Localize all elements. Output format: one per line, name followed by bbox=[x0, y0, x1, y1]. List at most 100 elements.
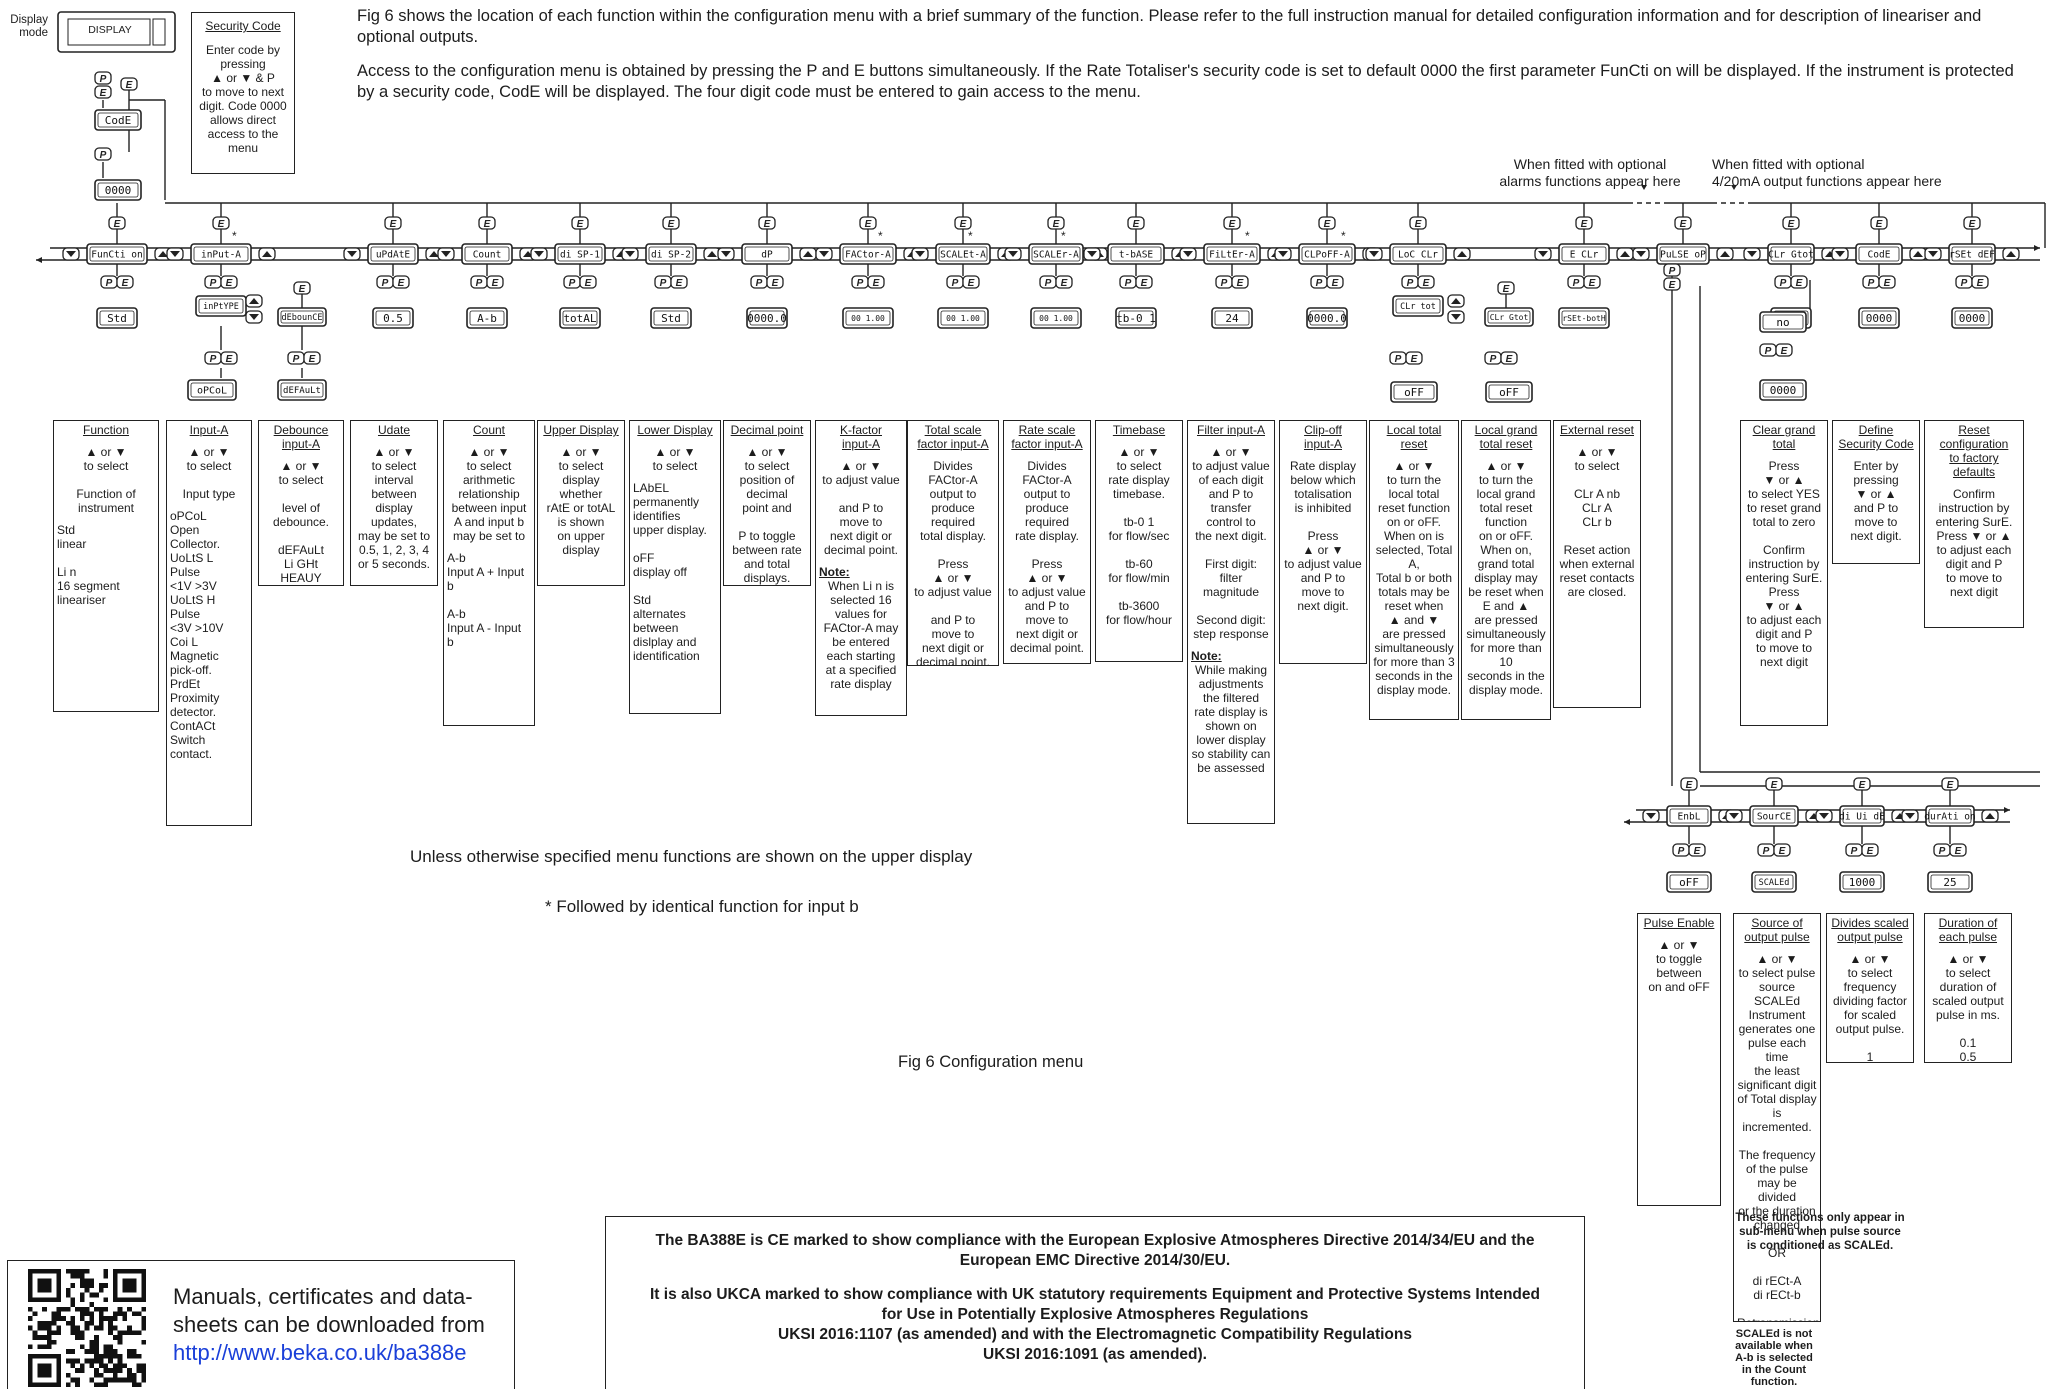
compliance-box: The BA388E is CE marked to show complian… bbox=[605, 1216, 1585, 1389]
downloads-link[interactable]: http://www.beka.co.uk/ba388e bbox=[173, 1340, 467, 1365]
svg-text:di SP-2: di SP-2 bbox=[651, 249, 691, 260]
upper-display-note: Unless otherwise specified menu function… bbox=[410, 847, 973, 866]
svg-text:E: E bbox=[1781, 346, 1788, 357]
svg-text:FiLtEr-A: FiLtEr-A bbox=[1209, 249, 1255, 260]
svg-text:E: E bbox=[1947, 780, 1954, 791]
e-button-icon: E bbox=[1497, 281, 1515, 295]
svg-text:oFF: oFF bbox=[1679, 876, 1699, 889]
e-button-icon: E bbox=[1409, 216, 1427, 230]
clear-grand-code-lcd: 0000 bbox=[1759, 379, 1807, 401]
desc-title: Clear grand total bbox=[1752, 423, 1816, 451]
svg-text:0000.0: 0000.0 bbox=[1307, 312, 1347, 325]
p-button-icon: P bbox=[94, 71, 112, 85]
menu-14-lcd: E CLr bbox=[1558, 243, 1610, 265]
svg-text:P: P bbox=[1765, 346, 1772, 357]
desc-box-11: Timebase▲ or ▼ to select rate display ti… bbox=[1095, 420, 1183, 662]
up-arrow-button-icon bbox=[2002, 247, 2020, 261]
display-mode-label: Display mode bbox=[10, 14, 48, 39]
p-button-icon: P bbox=[287, 351, 305, 365]
down-arrow-button-icon bbox=[1083, 247, 1101, 261]
down-arrow-button-icon bbox=[621, 247, 639, 261]
svg-text:E: E bbox=[1053, 219, 1060, 230]
pulse-menu-3-lcd: durAti on bbox=[1924, 805, 1976, 827]
svg-text:E: E bbox=[1977, 278, 1984, 289]
desc-box-21: Source of output pulse▲ or ▼ to select p… bbox=[1733, 913, 1821, 1322]
desc-box-4: Count▲ or ▼ to select arithmetic relatio… bbox=[443, 420, 535, 726]
menu-0-value-lcd: Std bbox=[96, 307, 138, 329]
security-code-title: Security Code bbox=[205, 19, 281, 33]
e-button-icon: E bbox=[1775, 343, 1793, 357]
desc-box-23: Duration of each pulse▲ or ▼ to select d… bbox=[1924, 913, 2012, 1063]
desc-box-5: Upper Display▲ or ▼ to select display wh… bbox=[537, 420, 625, 586]
svg-text:E: E bbox=[1133, 219, 1140, 230]
figure-caption: Fig 6 Configuration menu bbox=[898, 1053, 1084, 1071]
output-optional-note: When fitted with optional 4/20mA output … bbox=[1712, 156, 1942, 189]
menu-11-lcd: FiLtEr-A bbox=[1203, 243, 1261, 265]
svg-text:0000.0: 0000.0 bbox=[747, 312, 787, 325]
down-arrow-button-icon bbox=[1534, 247, 1552, 261]
svg-text:P: P bbox=[210, 278, 217, 289]
menu-4-lcd: di SP-1 bbox=[554, 243, 606, 265]
e-button-icon: E bbox=[94, 85, 112, 99]
desc-title: Local grand total reset bbox=[1474, 423, 1538, 451]
e-button-icon: E bbox=[392, 275, 410, 289]
down-arrow-button-icon bbox=[343, 247, 361, 261]
desc-list: oPCoL Open Collector. UoLtS L Pulse <1V … bbox=[170, 509, 224, 761]
svg-text:E: E bbox=[772, 278, 779, 289]
desc-body: Divides FACtor-A output to produce requi… bbox=[914, 459, 992, 666]
svg-text:Std: Std bbox=[107, 312, 127, 325]
up-arrow-button-icon bbox=[799, 247, 817, 261]
e-button-icon: E bbox=[220, 351, 238, 365]
down-arrow-button-icon bbox=[717, 247, 735, 261]
menu-3-lcd: Count bbox=[461, 243, 513, 265]
svg-text:P: P bbox=[1407, 278, 1414, 289]
e-button-icon: E bbox=[1135, 275, 1153, 289]
desc-title: Udate bbox=[377, 423, 411, 437]
svg-text:E: E bbox=[1969, 219, 1976, 230]
e-button-icon: E bbox=[859, 216, 877, 230]
down-arrow-button-icon bbox=[1004, 247, 1022, 261]
svg-text:CLr Gtot: CLr Gtot bbox=[1490, 313, 1529, 322]
e-button-icon: E bbox=[1941, 777, 1959, 791]
svg-text:P: P bbox=[1395, 354, 1402, 365]
e-button-icon: E bbox=[1790, 275, 1808, 289]
svg-text:E: E bbox=[299, 284, 306, 295]
desc-body: Confirm instruction by entering SurE. Pr… bbox=[1935, 487, 2013, 599]
svg-text:EnbL: EnbL bbox=[1678, 811, 1701, 822]
e-button-icon: E bbox=[486, 275, 504, 289]
desc-body: Press ▼ or ▲ to select YES to reset gran… bbox=[1745, 459, 1823, 669]
e-button-icon: E bbox=[1326, 275, 1344, 289]
svg-text:Std: Std bbox=[661, 312, 681, 325]
svg-text:P: P bbox=[1490, 354, 1497, 365]
svg-text:E: E bbox=[865, 219, 872, 230]
svg-text:t-bASE: t-bASE bbox=[1119, 249, 1154, 260]
desc-title: Timebase bbox=[1112, 423, 1166, 437]
e-button-icon: E bbox=[579, 275, 597, 289]
svg-text:E: E bbox=[390, 219, 397, 230]
svg-text:CLr Gtot: CLr Gtot bbox=[1768, 249, 1814, 260]
e-button-icon: E bbox=[867, 275, 885, 289]
svg-text:E: E bbox=[226, 278, 233, 289]
e-button-icon: E bbox=[1773, 843, 1791, 857]
menu-8-lcd: SCALEt-A bbox=[935, 243, 991, 265]
p-button-icon: P bbox=[1757, 843, 1775, 857]
svg-text:FunCti on: FunCti on bbox=[91, 249, 142, 260]
svg-text:A-b: A-b bbox=[477, 312, 497, 325]
desc-body: ▲ or ▼ to select Function of instrument bbox=[76, 445, 136, 515]
svg-text:totAL: totAL bbox=[563, 312, 596, 325]
menu-17-value-lcd: 0000 bbox=[1858, 307, 1900, 329]
svg-text:E CLr: E CLr bbox=[1570, 249, 1599, 260]
svg-text:E: E bbox=[1771, 780, 1778, 791]
intro-paragraph-2: Access to the configuration menu is obta… bbox=[357, 62, 2014, 101]
e-button-icon: E bbox=[1680, 777, 1698, 791]
desc-title: Input-A bbox=[189, 423, 229, 437]
e-button-icon: E bbox=[1949, 843, 1967, 857]
desc-title: Define Security Code bbox=[1838, 423, 1914, 451]
svg-text:E: E bbox=[668, 219, 675, 230]
svg-text:P: P bbox=[210, 354, 217, 365]
svg-text:1000: 1000 bbox=[1849, 876, 1876, 889]
menu-4-value-lcd: totAL bbox=[559, 307, 601, 329]
